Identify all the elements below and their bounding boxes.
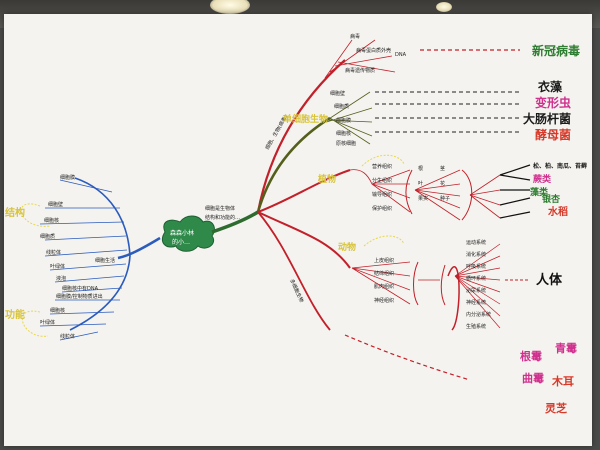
animal-tissue: 神经组织 xyxy=(374,297,394,304)
animal-tissue: 结缔组织 xyxy=(374,270,394,277)
plant-organ: 根 xyxy=(418,165,423,172)
plant-organ: 花 xyxy=(440,180,445,187)
plant-tissue: 输导组织 xyxy=(372,191,392,198)
organism-label: 新冠病毒 xyxy=(532,43,580,58)
branch-bottom-label: 多细胞生物 xyxy=(288,278,305,304)
branch-single-cell: 细胞壁 细胞质 细胞膜 细胞核 原核细胞 单细胞生物 xyxy=(256,90,520,213)
animal-label: 动物 xyxy=(338,241,356,253)
fungi-label: 根霉 xyxy=(520,349,542,363)
center-line2: 的小… xyxy=(172,238,190,246)
fungi-label: 木耳 xyxy=(551,374,574,388)
single-cell-item: 细胞膜 xyxy=(336,117,351,124)
plant-tissue: 分生组织 xyxy=(372,177,392,184)
plant-example: 银杏 xyxy=(542,193,561,205)
system-item: 生殖系统 xyxy=(466,323,486,330)
trunk-label-2: 结构和功能的… xyxy=(205,214,240,221)
left-item: 细胞膜 xyxy=(60,174,75,181)
ceiling-light xyxy=(436,2,452,12)
trunk-label-1: 细胞是生物体 xyxy=(205,205,235,212)
fungi-label: 曲霉 xyxy=(522,371,544,385)
trunk: 细胞是生物体 结构和功能的… xyxy=(205,205,259,234)
center-node: 森森小林 的小… xyxy=(161,215,215,252)
virus-item: 病毒遗传物质 xyxy=(345,67,375,74)
left-item: 细胞核 xyxy=(44,217,59,224)
single-cell-item: 细胞质 xyxy=(334,103,349,110)
system-item: 循环系统 xyxy=(466,275,486,282)
virus-label: 病毒 xyxy=(350,33,360,40)
plant-tissue: 保护组织 xyxy=(372,205,392,212)
left-item: 细胞核中有DNA xyxy=(62,285,99,292)
animal-tissue: 肌肉组织 xyxy=(374,283,394,290)
branch-mid-label: 单细胞生物 xyxy=(283,113,328,125)
left-item: 细胞核 xyxy=(50,307,65,314)
branch-multi-cell: 植物 营养组织 分生组织 输导组织 保护组织 根 茎 叶 花 果实 种子 松、柏… xyxy=(257,154,587,381)
plant-organ: 种子 xyxy=(440,195,450,202)
left-group1-label: 结构 xyxy=(5,206,25,219)
plant-tissue: 营养组织 xyxy=(372,163,392,170)
left-item: 线粒体 xyxy=(60,333,75,340)
left-branch: 结构 功能 细胞膜 细胞壁 细胞核 细胞质 线粒体 叶绿体 液泡 细胞核中有DN… xyxy=(5,174,161,341)
plant-label: 植物 xyxy=(317,173,336,185)
plant-example: 水稻 xyxy=(547,205,568,218)
single-cell-item: 细胞核 xyxy=(336,130,351,137)
fungi-label: 青霉 xyxy=(555,341,577,355)
plant-organ: 茎 xyxy=(440,165,445,172)
organism-label: 大肠杆菌 xyxy=(523,111,571,126)
left-item: 细胞质 xyxy=(40,233,55,240)
virus-item: DNA xyxy=(395,52,407,58)
single-cell-item: 细胞壁 xyxy=(330,90,345,97)
system-item: 消化系统 xyxy=(466,251,486,258)
single-cell-item: 原核细胞 xyxy=(336,140,356,147)
system-item: 运动系统 xyxy=(466,239,486,246)
left-group2-label: 功能 xyxy=(5,308,25,321)
system-item: 泌尿系统 xyxy=(466,287,486,294)
left-item: 细胞生活 xyxy=(95,257,115,264)
organism-label: 衣藻 xyxy=(538,79,563,94)
organism-labels: 新冠病毒 衣藻 变形虫 大肠杆菌 酵母菌 xyxy=(523,43,580,142)
system-item: 神经系统 xyxy=(466,299,486,306)
virus-item: 病毒蛋白质外壳 xyxy=(356,47,391,54)
plant-example: 藻类 xyxy=(530,186,549,198)
plant-example: 蕨类 xyxy=(533,173,552,185)
left-item: 细胞壁 xyxy=(48,201,63,208)
left-item: 液泡 xyxy=(56,275,66,282)
fungi-labels: 青霉 根霉 曲霉 木耳 灵芝 xyxy=(520,341,577,415)
human-label: 人体 xyxy=(536,272,563,288)
system-item: 内分泌系统 xyxy=(466,311,491,318)
animal-tissue: 上皮组织 xyxy=(374,257,394,264)
plant-organ: 叶 xyxy=(418,180,423,187)
left-item: 叶绿体 xyxy=(50,263,65,270)
left-item: 线粒体 xyxy=(46,249,61,256)
center-line1: 森森小林 xyxy=(170,229,194,237)
organism-label: 酵母菌 xyxy=(535,127,571,142)
organism-label: 变形虫 xyxy=(535,95,571,110)
system-item: 呼吸系统 xyxy=(466,263,486,270)
left-item: 叶绿体 xyxy=(40,319,55,326)
ceiling-light xyxy=(210,0,250,14)
plant-example: 松、柏、南瓜、苔藓 xyxy=(533,162,587,170)
left-item: 细胞膜/控制物质进出 xyxy=(56,293,103,300)
plant-organ: 果实 xyxy=(418,195,428,202)
fungi-label: 灵芝 xyxy=(545,401,567,415)
